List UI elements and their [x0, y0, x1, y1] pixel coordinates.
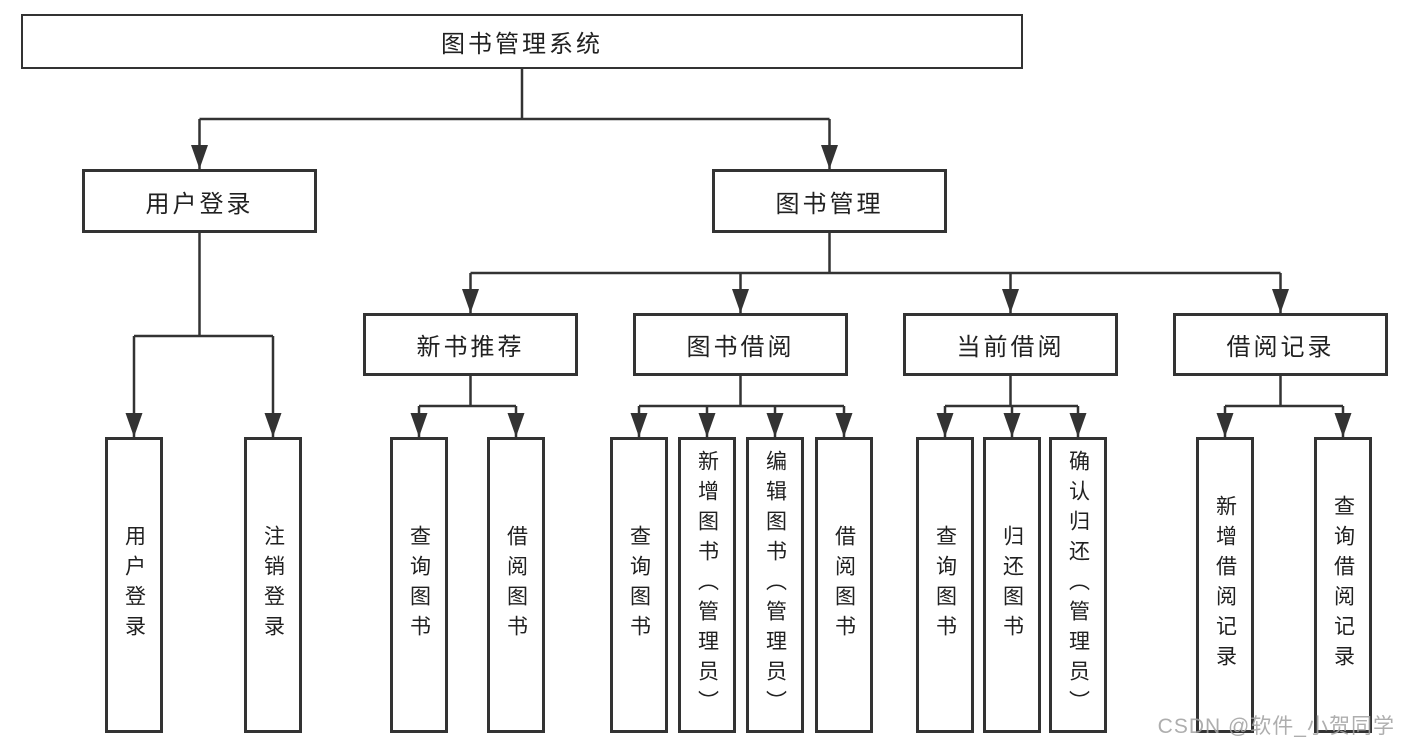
- node-section-current-borrow: 当前借阅: [903, 313, 1118, 376]
- node-section-book-borrow: 图书借阅: [633, 313, 848, 376]
- node-leaf-borrow-add-book-admin: 新增图书（管理员）: [678, 437, 736, 733]
- node-leaf-current-confirm-return-admin: 确认归还（管理员）: [1049, 437, 1107, 733]
- node-leaf-current-return-book: 归还图书: [983, 437, 1041, 733]
- node-section-new-book-recommend: 新书推荐: [363, 313, 578, 376]
- node-leaf-current-query-book: 查询图书: [916, 437, 974, 733]
- node-leaf-records-query-record: 查询借阅记录: [1314, 437, 1372, 733]
- node-leaf-recommend-query-book: 查询图书: [390, 437, 448, 733]
- node-leaf-logout: 注销登录: [244, 437, 302, 733]
- node-leaf-recommend-borrow-book: 借阅图书: [487, 437, 545, 733]
- node-leaf-user-login: 用户登录: [105, 437, 163, 733]
- node-branch-book-management: 图书管理: [712, 169, 947, 233]
- node-leaf-borrow-query-book: 查询图书: [610, 437, 668, 733]
- watermark: CSDN @软件_小贺同学: [1157, 715, 1395, 738]
- node-leaf-records-add-record: 新增借阅记录: [1196, 437, 1254, 733]
- node-branch-user-login: 用户登录: [82, 169, 317, 233]
- arrow-stems: [125, 119, 1352, 437]
- node-section-borrow-records: 借阅记录: [1173, 313, 1388, 376]
- node-leaf-borrow-edit-book-admin: 编辑图书（管理员）: [746, 437, 804, 733]
- node-root: 图书管理系统: [21, 14, 1023, 69]
- node-leaf-borrow-borrow-book: 借阅图书: [815, 437, 873, 733]
